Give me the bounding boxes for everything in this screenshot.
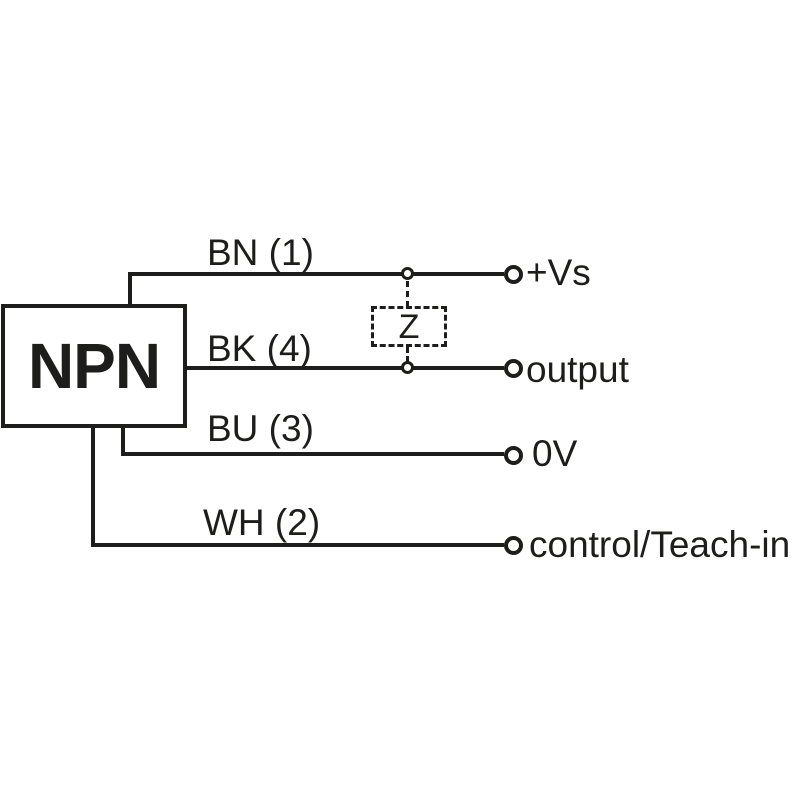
junction-node-bk	[401, 361, 414, 374]
terminal-circle-vs	[504, 265, 523, 284]
wire-bu-vertical	[121, 424, 125, 456]
wire-label-bu: BU (3)	[207, 408, 314, 449]
load-label: Z	[398, 307, 420, 346]
wire-bn-vertical	[128, 272, 132, 308]
wire-label-bk: BK (4)	[207, 328, 312, 369]
wire-bk-horizontal	[185, 366, 504, 370]
terminal-circle-output	[504, 359, 523, 378]
wire-bn-horizontal	[128, 272, 504, 276]
terminal-label-control: control/Teach-in	[529, 524, 791, 565]
junction-node-bn	[401, 267, 414, 280]
terminal-circle-0v	[504, 446, 523, 465]
terminal-label-vs: +Vs	[526, 252, 591, 293]
load-connector-bottom	[406, 347, 409, 362]
wire-label-wh: WH (2)	[203, 502, 321, 543]
wire-label-bn: BN (1)	[207, 232, 314, 273]
wire-wh-vertical	[91, 424, 95, 547]
wire-bu-horizontal	[121, 452, 504, 456]
wire-wh-horizontal	[91, 543, 504, 547]
terminal-circle-control	[504, 536, 523, 555]
terminal-label-0v: 0V	[532, 433, 578, 474]
device-label: NPN	[27, 330, 161, 402]
terminal-label-output: output	[526, 349, 629, 390]
load-connector-top	[406, 281, 409, 307]
load-box: Z	[371, 306, 447, 347]
device-box: NPN	[1, 304, 187, 428]
